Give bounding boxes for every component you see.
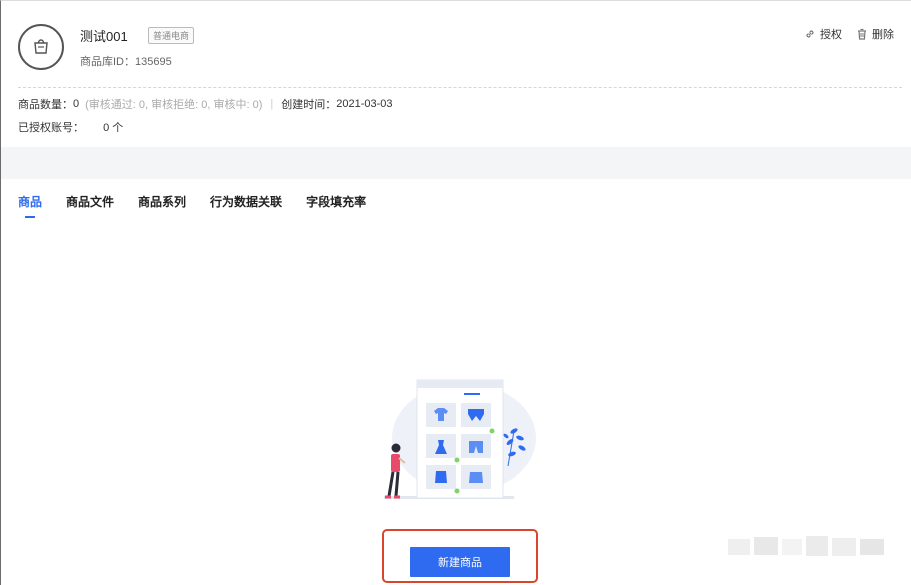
tab-behavior-data[interactable]: 行为数据关联 xyxy=(210,195,283,209)
watermark-blur xyxy=(728,536,884,556)
product-count-value: 0 xyxy=(73,98,80,110)
authorized-label: 已授权账号： xyxy=(18,122,84,134)
tab-product-series[interactable]: 商品系列 xyxy=(138,195,187,209)
link-icon xyxy=(806,30,814,38)
delete-label: 删除 xyxy=(872,29,894,41)
tab-products[interactable]: 商品 xyxy=(18,193,42,218)
tab-bar: 商品 商品文件 商品系列 行为数据关联 字段填充率 xyxy=(18,193,366,218)
created-label: 创建时间： xyxy=(281,99,337,111)
header-actions: 授权 删除 xyxy=(804,26,894,42)
product-count-label: 商品数量： xyxy=(18,99,73,111)
create-product-button[interactable]: 新建商品 xyxy=(410,547,510,577)
stats-separator: | xyxy=(270,98,274,110)
review-breakdown: (审核通过: 0, 审核拒绝: 0, 审核中: 0) xyxy=(85,99,263,111)
authorized-row: 已授权账号： 0 个 xyxy=(18,119,123,135)
tab-field-fill-rate[interactable]: 字段填充率 xyxy=(306,195,367,209)
created-value: 2021-03-03 xyxy=(336,98,393,110)
library-header: 测试001 普通电商 商品库ID：135695 授权 删除 xyxy=(18,18,902,88)
stats-row: 商品数量： 0 (审核通过: 0, 审核拒绝: 0, 审核中: 0) | 创建时… xyxy=(18,96,393,112)
section-band xyxy=(1,147,911,179)
tab-product-files[interactable]: 商品文件 xyxy=(66,195,115,209)
shopping-bag-icon xyxy=(18,22,64,70)
trash-icon xyxy=(858,28,866,40)
authorize-label: 授权 xyxy=(820,29,842,41)
library-id: 商品库ID：135695 xyxy=(80,56,172,68)
highlight-box xyxy=(382,529,538,583)
shop-display-illustration xyxy=(372,376,542,516)
delete-button[interactable]: 删除 xyxy=(856,26,894,42)
library-type-badge: 普通电商 xyxy=(148,27,195,44)
authorized-value: 0 个 xyxy=(103,122,124,134)
header-divider xyxy=(18,87,902,88)
library-name: 测试001 xyxy=(80,29,128,44)
authorize-button[interactable]: 授权 xyxy=(804,26,842,42)
